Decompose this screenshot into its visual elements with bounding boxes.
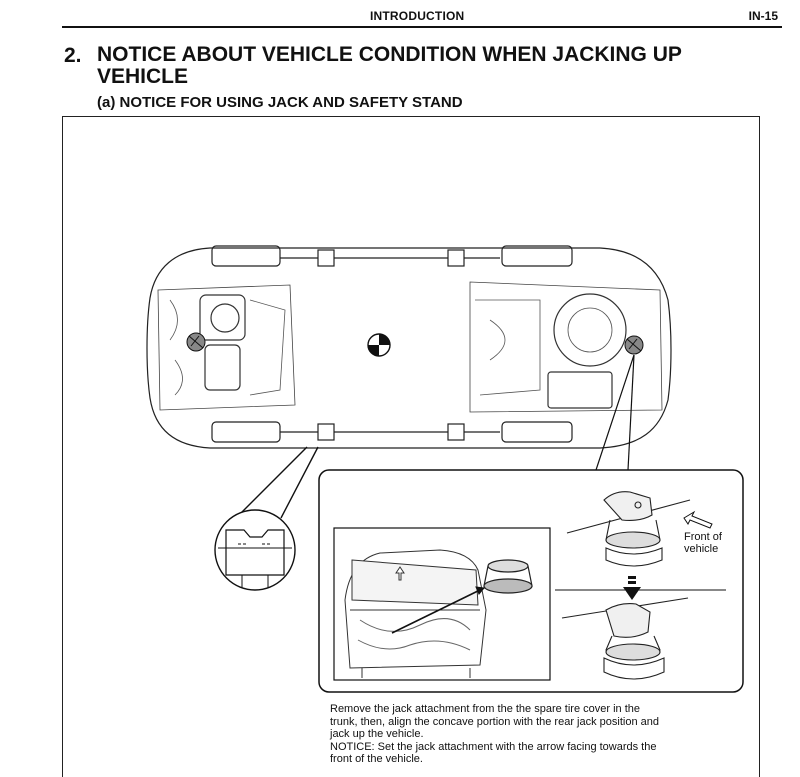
front-of-vehicle-label: Front of vehicle — [684, 531, 722, 555]
caption-line-5: front of the vehicle. — [330, 753, 423, 765]
section-number: 2. — [64, 44, 82, 67]
subsection-title: (a) NOTICE FOR USING JACK AND SAFETY STA… — [97, 94, 463, 111]
rear-jack-point — [624, 335, 644, 355]
caption-line-1: Remove the jack attachment from the the … — [330, 703, 640, 715]
rail-detail-callout — [214, 446, 319, 591]
caption-line-2: trunk, then, align the concave portion w… — [330, 715, 659, 728]
figure-caption: Remove the jack attachment from the the … — [330, 703, 730, 766]
front-jack-point — [186, 332, 206, 352]
section-title: NOTICE ABOUT VEHICLE CONDITION WHEN JACK… — [97, 43, 682, 88]
header-rule — [62, 26, 782, 28]
header-page-code: IN-15 — [748, 9, 778, 23]
header-section-name: INTRODUCTION — [370, 9, 465, 23]
front-label-line-2: vehicle — [684, 543, 719, 555]
caption-line-4: NOTICE: Set the jack attachment with the… — [330, 740, 657, 753]
rear-jack-detail-box — [318, 354, 744, 693]
vehicle-underbody — [146, 245, 672, 449]
figure-frame — [62, 116, 760, 777]
caption-line-3: jack up the vehicle. — [330, 728, 424, 740]
center-of-gravity-icon — [367, 333, 391, 357]
front-label-line-1: Front of — [684, 531, 722, 543]
